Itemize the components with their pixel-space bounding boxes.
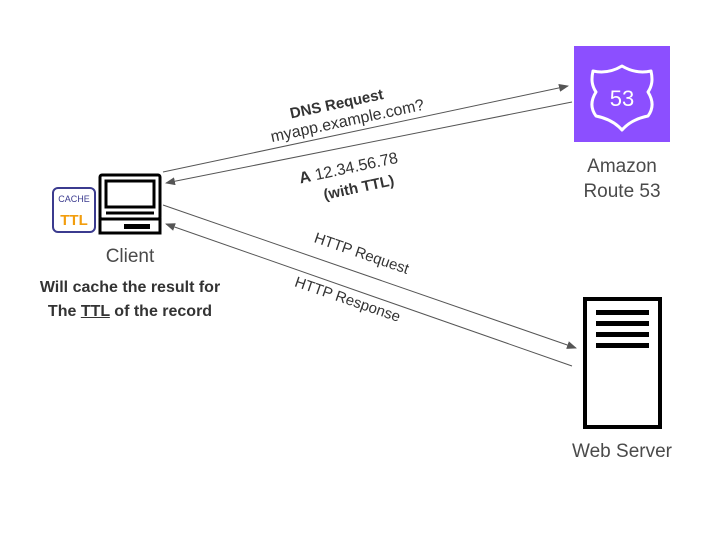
dns-request-arrow xyxy=(162,83,569,173)
note-ttl-underlined: TTL xyxy=(80,303,110,320)
dns-response-record-type: A xyxy=(298,168,313,187)
http-response-arrow xyxy=(165,223,573,367)
computer-icon xyxy=(98,173,162,235)
client-cache-note-line2: The TTL of the record xyxy=(14,300,246,324)
dns-response-label-group: A 12.34.56.78 (with TTL) xyxy=(298,150,400,204)
cache-badge-label: CACHE xyxy=(58,194,90,204)
route53-label-line2: Route 53 xyxy=(583,181,660,202)
route53-label-line1: Amazon xyxy=(587,156,657,177)
route53-shield-number: 53 xyxy=(610,86,634,111)
webserver-label: Web Server xyxy=(572,441,673,462)
dns-response-arrow xyxy=(165,101,573,186)
note-suffix: of the record xyxy=(109,303,213,320)
http-request-label: HTTP Request xyxy=(312,230,412,279)
http-request-arrow xyxy=(162,204,577,349)
note-prefix: The xyxy=(47,303,81,320)
client-cache-note-line1: Will cache the result for xyxy=(39,279,221,296)
server-icon xyxy=(583,297,662,429)
http-response-label: HTTP Response xyxy=(292,274,402,326)
client-label: Client xyxy=(106,246,155,267)
route53-shield-icon: 53 xyxy=(574,46,670,142)
cache-ttl-badge: CACHE TTL xyxy=(52,187,96,233)
client-cache-note: Will cache the result for The TTL of the… xyxy=(14,276,246,324)
ttl-badge-label: TTL xyxy=(60,212,88,229)
